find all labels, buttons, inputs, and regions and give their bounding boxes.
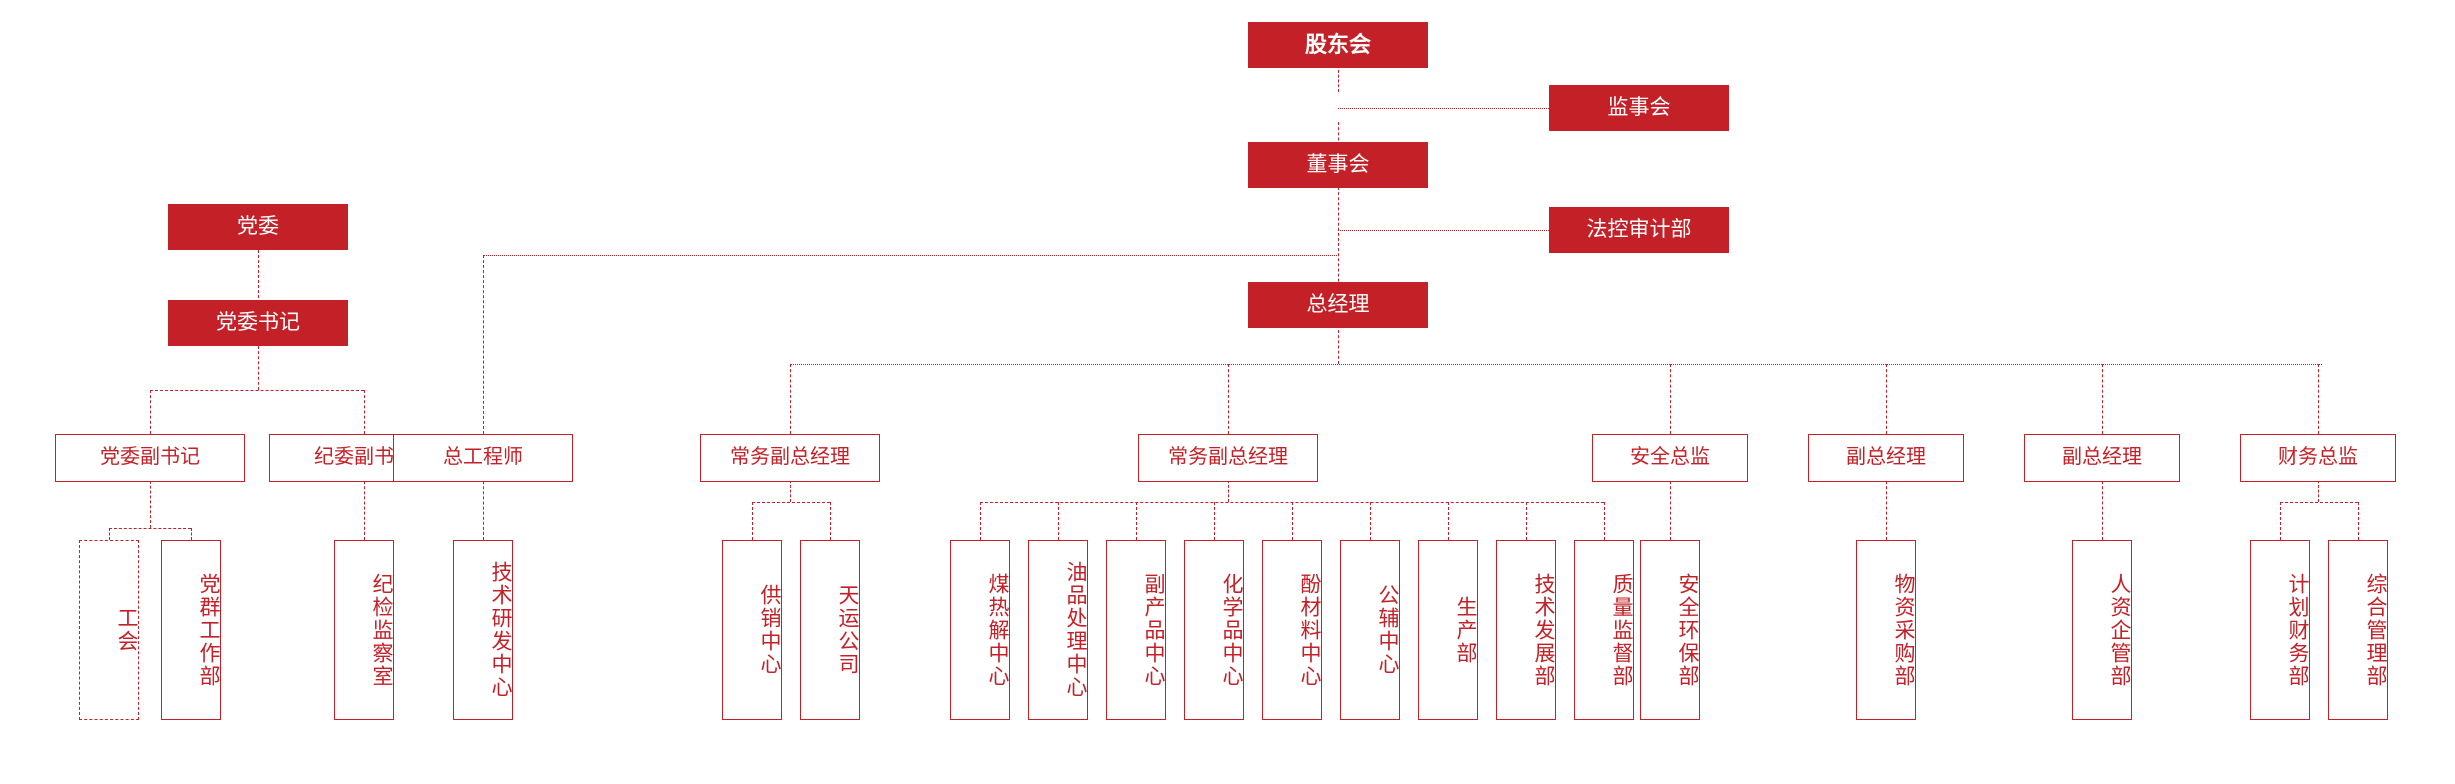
connector-drop-dept-3	[1214, 502, 1215, 540]
node-dept-phenol-material-center[interactable]: 酚材料中心	[1262, 540, 1322, 720]
node-dept-general-management[interactable]: 综合管理部	[2328, 540, 2388, 720]
node-dept-hr-enterprise-management[interactable]: 人资企管部	[2072, 540, 2132, 720]
node-executive-vp-2[interactable]: 副总经理	[2024, 434, 2180, 482]
node-dept-materials-procurement[interactable]: 物资采购部	[1856, 540, 1916, 720]
connector-drop-general-management	[2358, 502, 2359, 540]
node-party-mass-work-dept[interactable]: 党群工作部	[161, 540, 221, 720]
node-dept-safety-environment[interactable]: 安全环保部	[1640, 540, 1700, 720]
node-general-manager[interactable]: 总经理	[1248, 282, 1428, 328]
node-shareholders-meeting[interactable]: 股东会	[1248, 22, 1428, 68]
connector-party-secretary-down	[258, 346, 259, 390]
connector-drop-deputy-party-secretary	[150, 390, 151, 434]
connector-drop-dept-5	[1370, 502, 1371, 540]
node-discipline-inspection-office[interactable]: 纪检监察室	[334, 540, 394, 720]
connector-drop-labor-union	[109, 528, 110, 540]
connector-drop-cfo	[2318, 364, 2319, 434]
node-executive-exec-vp-2[interactable]: 常务副总经理	[1138, 434, 1318, 482]
connector-exec-vp-2-down	[1228, 466, 1229, 502]
node-dept-planning-finance[interactable]: 计划财务部	[2250, 540, 2310, 720]
connector-party-committee-to-secretary	[258, 250, 259, 308]
connector-board-to-gm-lower	[1338, 182, 1339, 302]
connector-drop-tianyun-company	[830, 502, 831, 540]
node-dept-coal-pyrolysis-center[interactable]: 煤热解中心	[950, 540, 1010, 720]
connector-deputy-party-secretary-down	[150, 466, 151, 528]
connector-drop-dept-0	[980, 502, 981, 540]
connector-board-to-legal-audit	[1338, 230, 1549, 231]
node-party-committee[interactable]: 党委	[168, 204, 348, 250]
connector-drop-supply-sales-center	[752, 502, 753, 540]
connector-deputy-discipline-to-office	[364, 466, 365, 540]
connector-drop-planning-finance	[2280, 502, 2281, 540]
node-dept-byproduct-center[interactable]: 副产品中心	[1106, 540, 1166, 720]
connector-executive-bus	[790, 364, 2322, 365]
node-board-of-directors[interactable]: 董事会	[1248, 142, 1428, 188]
connector-drop-dept-8	[1604, 502, 1605, 540]
node-dept-rnd-center[interactable]: 技术研发中心	[453, 540, 513, 720]
connector-shareholders-to-supervisors	[1338, 108, 1549, 109]
node-dept-supply-sales-center[interactable]: 供销中心	[722, 540, 782, 720]
node-legal-audit-department[interactable]: 法控审计部	[1549, 207, 1729, 253]
connector-gm-to-bus	[1338, 330, 1339, 364]
node-labor-union[interactable]: 工会	[79, 540, 139, 720]
connector-exec-vp-1-down	[790, 466, 791, 502]
connector-drop-dept-2	[1136, 502, 1137, 540]
node-dept-quality-supervision[interactable]: 质量监督部	[1574, 540, 1634, 720]
connector-chief-engineer-to-rnd	[483, 466, 484, 540]
node-dept-tianyun-company[interactable]: 天运公司	[800, 540, 860, 720]
connector-bus-drop-chief-engineer	[483, 255, 484, 434]
node-executive-safety-director[interactable]: 安全总监	[1592, 434, 1748, 482]
node-dept-production[interactable]: 生产部	[1418, 540, 1478, 720]
connector-drop-vp-2	[2102, 364, 2103, 434]
node-executive-cfo[interactable]: 财务总监	[2240, 434, 2396, 482]
node-board-of-supervisors[interactable]: 监事会	[1549, 85, 1729, 131]
node-dept-chemicals-center[interactable]: 化学品中心	[1184, 540, 1244, 720]
connector-safety-director-to-dept	[1670, 466, 1671, 540]
connector-drop-dept-6	[1448, 502, 1449, 540]
connector-drop-deputy-discipline-secretary	[364, 390, 365, 434]
node-executive-exec-vp-1[interactable]: 常务副总经理	[700, 434, 880, 482]
node-dept-technology-development[interactable]: 技术发展部	[1496, 540, 1556, 720]
node-party-secretary[interactable]: 党委书记	[168, 300, 348, 346]
connector-drop-dept-1	[1058, 502, 1059, 540]
connector-shareholders-to-board	[1338, 46, 1339, 92]
connector-drop-exec-vp-1	[790, 364, 791, 434]
node-deputy-party-secretary[interactable]: 党委副书记	[55, 434, 245, 482]
connector-drop-dept-4	[1292, 502, 1293, 540]
node-dept-utilities-center[interactable]: 公辅中心	[1340, 540, 1400, 720]
connector-cfo-down	[2318, 466, 2319, 502]
connector-party-secretary-bus	[150, 390, 364, 391]
connector-drop-safety-director	[1670, 364, 1671, 434]
connector-drop-party-mass-work	[191, 528, 192, 540]
connector-deputy-party-secretary-bus	[109, 528, 191, 529]
connector-drop-vp-1	[1886, 364, 1887, 434]
connector-gm-to-chief-engineer-bus	[483, 255, 1339, 256]
connector-exec-vp-1-bus	[752, 502, 830, 503]
node-executive-chief-engineer[interactable]: 总工程师	[393, 434, 573, 482]
connector-vp-2-to-dept	[2102, 466, 2103, 540]
connector-vp-1-to-dept	[1886, 466, 1887, 540]
node-executive-vp-1[interactable]: 副总经理	[1808, 434, 1964, 482]
connector-cfo-bus	[2280, 502, 2358, 503]
connector-drop-dept-7	[1526, 502, 1527, 540]
connector-drop-exec-vp-2	[1228, 364, 1229, 434]
node-dept-oil-processing-center[interactable]: 油品处理中心	[1028, 540, 1088, 720]
